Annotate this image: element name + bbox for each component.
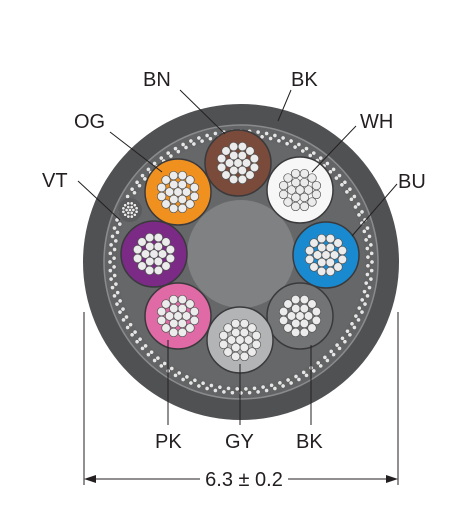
dimension-line (83, 312, 399, 485)
conductor-gy (206, 306, 274, 374)
conductor-bn (204, 129, 272, 197)
label-pk: PK (155, 431, 182, 453)
conductor-bu (292, 221, 360, 289)
label-og: OG (74, 111, 105, 133)
label-gy: GY (225, 431, 254, 453)
conductor-og (144, 158, 212, 226)
label-wh: WH (360, 111, 393, 133)
arrow-right-icon (386, 475, 398, 483)
conductor-wh (266, 156, 334, 224)
conductor-bk (266, 282, 334, 350)
label-vt: VT (42, 170, 68, 192)
label-bn: BN (143, 69, 171, 91)
label-bk-bottom: BK (296, 431, 323, 453)
dimension-label: 6.3 ± 0.2 (205, 469, 283, 491)
arrow-left-icon (84, 475, 96, 483)
label-bu: BU (398, 171, 426, 193)
conductor-vt (120, 220, 188, 288)
drain-wire (118, 198, 142, 222)
center-filler (187, 200, 295, 308)
label-bk-top: BK (291, 69, 318, 91)
leader-lines (77, 89, 398, 425)
conductor-pk (144, 282, 212, 350)
conductors (120, 129, 360, 374)
